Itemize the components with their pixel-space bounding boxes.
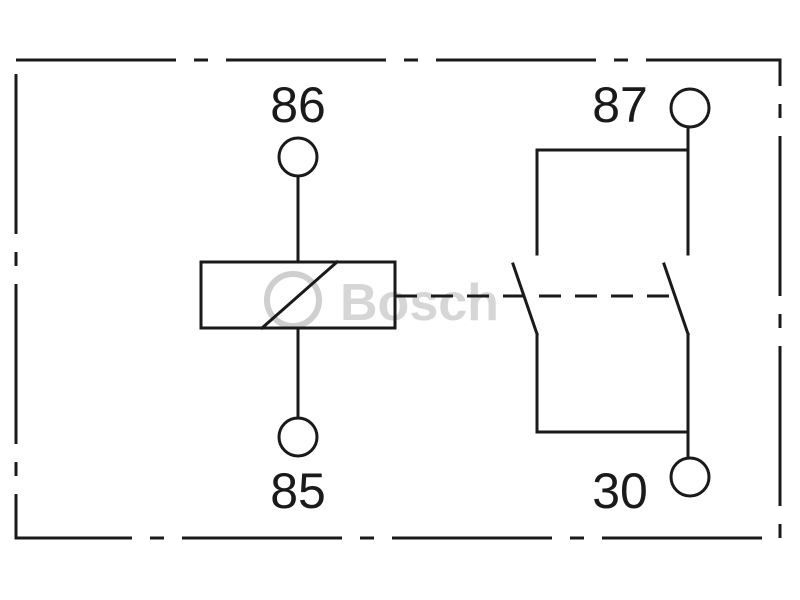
switch-blade-left <box>511 262 539 336</box>
terminal-30 <box>669 456 711 498</box>
label-87: 87 <box>592 77 648 133</box>
label-86: 86 <box>270 77 326 133</box>
terminal-85 <box>277 416 319 458</box>
label-85: 85 <box>270 463 326 519</box>
housing-border <box>14 58 782 540</box>
terminal-86 <box>277 136 319 178</box>
label-30: 30 <box>592 463 648 519</box>
copyright-circle <box>264 271 322 329</box>
terminal-87 <box>669 87 711 129</box>
watermark-brand: Bosch <box>340 274 499 332</box>
coil-diagonal <box>259 259 340 331</box>
bosch-watermark: Bosch <box>264 271 499 332</box>
switch-blade-right <box>662 262 690 336</box>
